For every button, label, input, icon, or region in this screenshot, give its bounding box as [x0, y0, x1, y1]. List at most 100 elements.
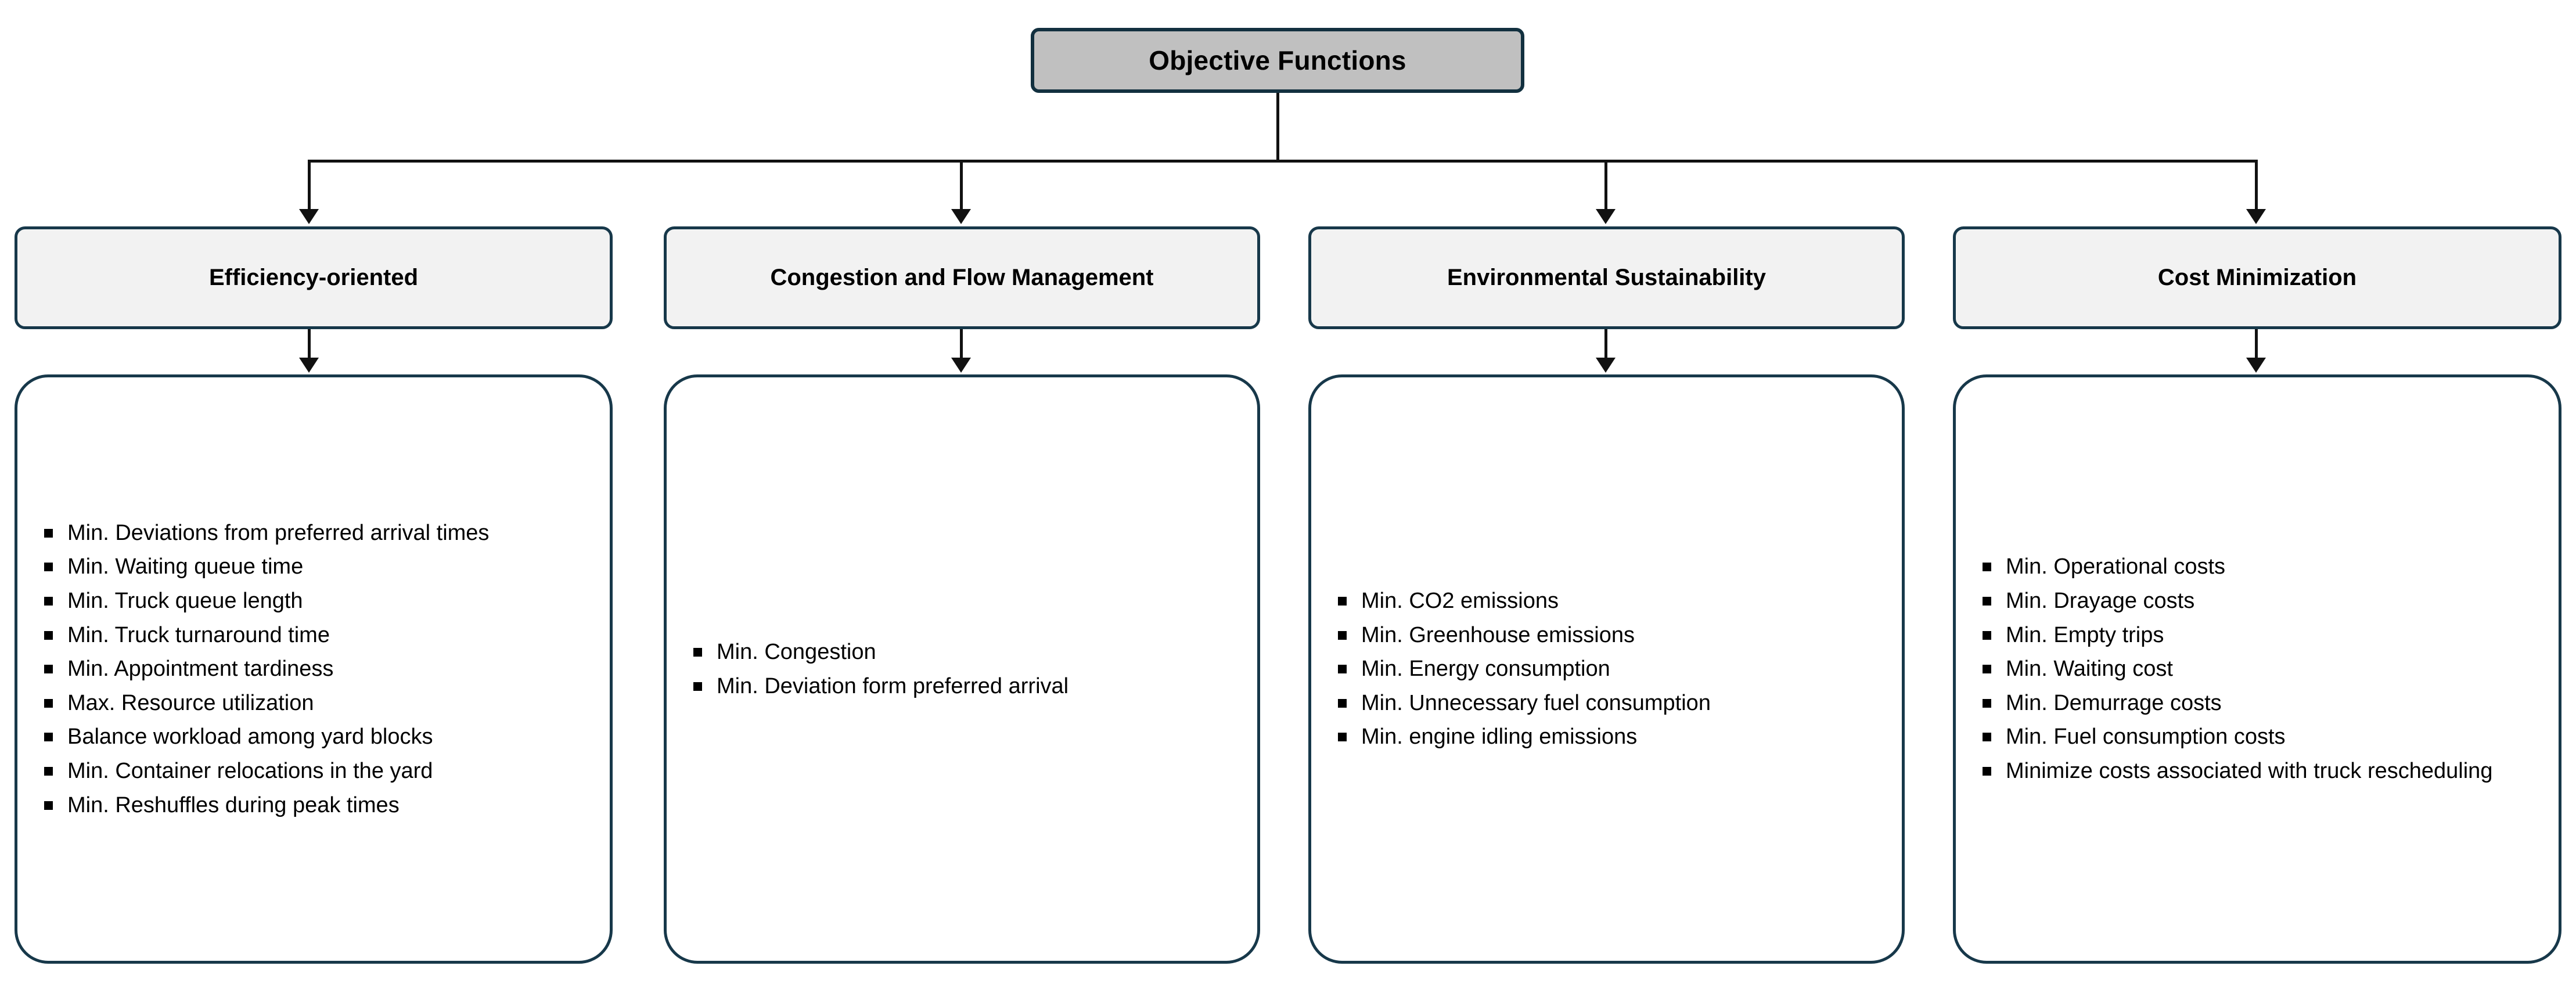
list-item: Balance workload among yard blocks — [17, 723, 590, 751]
list-item: Min. Energy consumption — [1311, 655, 1882, 683]
bullet-list-environmental-sustainability: Min. CO2 emissions Min. Greenhouse emiss… — [1311, 587, 1902, 751]
list-item-label: Min. Appointment tardiness — [67, 657, 334, 682]
list-item: Min. Fuel consumption costs — [1956, 723, 2539, 751]
list-item-label: Min. CO2 emissions — [1361, 588, 1559, 613]
list-item: Min. CO2 emissions — [1311, 587, 1882, 615]
square-bullet-icon — [1983, 665, 1991, 674]
connector-branch-4 — [2255, 160, 2258, 211]
square-bullet-icon — [1338, 665, 1347, 674]
list-item: Min. Waiting queue time — [17, 553, 590, 581]
bullet-list-cost-minimization: Min. Operational costs Min. Drayage cost… — [1956, 553, 2559, 785]
list-item: Min. Drayage costs — [1956, 587, 2539, 615]
connector-header-to-body-1 — [308, 329, 311, 359]
connector-header-to-body-2 — [960, 329, 963, 359]
list-item: Min. Operational costs — [1956, 553, 2539, 581]
square-bullet-icon — [44, 596, 53, 606]
square-bullet-icon — [1983, 563, 1991, 572]
category-header-cost-minimization: Cost Minimization — [1953, 226, 2561, 329]
category-body-environmental-sustainability: Min. CO2 emissions Min. Greenhouse emiss… — [1308, 374, 1905, 964]
square-bullet-icon — [1338, 733, 1347, 742]
list-item-label: Min. Deviation form preferred arrival — [717, 673, 1069, 698]
list-item-label: Balance workload among yard blocks — [67, 725, 433, 749]
list-item: Min. Deviations from preferred arrival t… — [17, 519, 590, 547]
square-bullet-icon — [1983, 630, 1991, 640]
list-item: Min. Congestion — [667, 638, 1237, 666]
list-item: Min. Container relocations in the yard — [17, 757, 590, 785]
bullet-list-efficiency-oriented: Min. Deviations from preferred arrival t… — [17, 519, 610, 820]
list-item: Min. Deviation form preferred arrival — [667, 672, 1237, 701]
category-header-congestion-and-flow-management: Congestion and Flow Management — [664, 226, 1260, 329]
square-bullet-icon — [44, 767, 53, 776]
list-item: Min. Reshuffles during peak times — [17, 791, 590, 820]
list-item-label: Min. Greenhouse emissions — [1361, 622, 1635, 647]
square-bullet-icon — [44, 801, 53, 810]
category-header-efficiency-oriented: Efficiency-oriented — [15, 226, 613, 329]
list-item: Min. engine idling emissions — [1311, 723, 1882, 751]
arrowhead-body-2 — [951, 358, 971, 373]
arrowhead-branch-2 — [951, 209, 971, 224]
connector-branch-2 — [960, 160, 963, 211]
square-bullet-icon — [1983, 767, 1991, 776]
connector-horizontal-bus — [308, 160, 2256, 163]
square-bullet-icon — [1983, 596, 1991, 606]
category-header-label: Efficiency-oriented — [208, 265, 419, 291]
list-item-label: Max. Resource utilization — [67, 690, 314, 715]
list-item: Min. Waiting cost — [1956, 655, 2539, 683]
arrowhead-branch-3 — [1596, 209, 1616, 224]
connector-header-to-body-4 — [2255, 329, 2258, 359]
list-item: Min. Empty trips — [1956, 621, 2539, 650]
square-bullet-icon — [693, 682, 702, 691]
square-bullet-icon — [1338, 698, 1347, 708]
list-item-label: Min. Truck queue length — [67, 588, 303, 613]
arrowhead-branch-4 — [2246, 209, 2266, 224]
category-header-label: Cost Minimization — [2157, 265, 2357, 291]
square-bullet-icon — [1983, 698, 1991, 708]
square-bullet-icon — [1983, 733, 1991, 742]
list-item-label: Min. Unnecessary fuel consumption — [1361, 690, 1711, 715]
list-item-label: Minimize costs associated with truck res… — [2006, 759, 2493, 784]
list-item-label: Min. Reshuffles during peak times — [67, 792, 400, 817]
arrowhead-body-4 — [2246, 358, 2266, 373]
list-item-label: Min. Congestion — [717, 639, 876, 664]
connector-root-stem — [1276, 93, 1279, 162]
list-item-label: Min. Container relocations in the yard — [67, 759, 433, 784]
square-bullet-icon — [44, 733, 53, 742]
category-header-environmental-sustainability: Environmental Sustainability — [1308, 226, 1905, 329]
list-item: Min. Truck turnaround time — [17, 621, 590, 650]
list-item-label: Min. Waiting cost — [2006, 657, 2173, 682]
category-body-efficiency-oriented: Min. Deviations from preferred arrival t… — [15, 374, 613, 964]
root-node-objective-functions: Objective Functions — [1031, 28, 1524, 93]
arrowhead-body-3 — [1596, 358, 1616, 373]
arrowhead-branch-1 — [299, 209, 319, 224]
square-bullet-icon — [44, 665, 53, 674]
root-node-label: Objective Functions — [1149, 45, 1406, 75]
list-item: Min. Greenhouse emissions — [1311, 621, 1882, 650]
list-item-label: Min. Deviations from preferred arrival t… — [67, 520, 490, 545]
list-item-label: Min. Fuel consumption costs — [2006, 725, 2286, 749]
list-item-label: Min. Energy consumption — [1361, 657, 1610, 682]
list-item-label: Min. Demurrage costs — [2006, 690, 2222, 715]
list-item: Min. Unnecessary fuel consumption — [1311, 689, 1882, 718]
list-item-label: Min. Operational costs — [2006, 554, 2226, 579]
square-bullet-icon — [1338, 630, 1347, 640]
list-item: Min. Truck queue length — [17, 587, 590, 615]
connector-header-to-body-3 — [1604, 329, 1607, 359]
category-header-label: Congestion and Flow Management — [770, 265, 1154, 291]
list-item-label: Min. Waiting queue time — [67, 554, 304, 579]
category-body-congestion-and-flow-management: Min. Congestion Min. Deviation form pref… — [664, 374, 1260, 964]
list-item-label: Min. Drayage costs — [2006, 588, 2195, 613]
square-bullet-icon — [44, 698, 53, 708]
square-bullet-icon — [44, 528, 53, 538]
category-body-cost-minimization: Min. Operational costs Min. Drayage cost… — [1953, 374, 2561, 964]
list-item: Min. Demurrage costs — [1956, 689, 2539, 718]
category-header-label: Environmental Sustainability — [1447, 265, 1766, 291]
square-bullet-icon — [44, 630, 53, 640]
square-bullet-icon — [44, 563, 53, 572]
square-bullet-icon — [693, 647, 702, 657]
list-item-label: Min. Empty trips — [2006, 622, 2164, 647]
arrowhead-body-1 — [299, 358, 319, 373]
list-item-label: Min. Truck turnaround time — [67, 622, 330, 647]
list-item: Min. Appointment tardiness — [17, 655, 590, 683]
list-item: Max. Resource utilization — [17, 689, 590, 718]
